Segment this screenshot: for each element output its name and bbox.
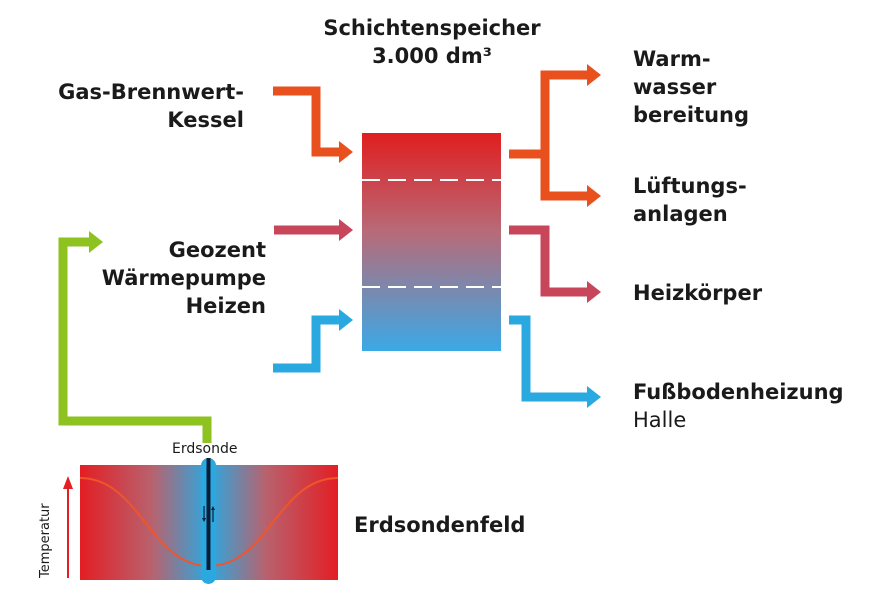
ventilation-label-line1: Lüftungs- [633,174,747,198]
field-label: Erdsondenfeld [354,513,526,537]
hotwater-ventilation-arrow [509,64,601,207]
cold-inflow-arrow [273,309,353,373]
heatpump-label-line2: Wärmepumpe [101,266,266,290]
boiler-label: Gas-Brennwert- Kessel [20,78,244,134]
probe-label: Erdsonde [172,441,238,457]
heatpump-label: Geozent Wärmepumpe Heizen [60,236,266,320]
axis-label: Temperatur [38,503,53,578]
radiators-arrow [509,225,601,303]
hotwater-label: Warm- wasser bereitung [633,45,749,129]
boiler-arrow [273,86,353,163]
storage-title: Schichtenspeicher 3.000 dm³ [318,14,546,70]
hotwater-label-line3: bereitung [633,103,750,127]
storage-tank [362,133,501,351]
heatpump-arrow [274,219,353,241]
floorheating-label: Fußbodenheizung Halle [633,378,844,434]
heatpump-label-line1: Geozent [168,238,266,262]
floorheating-label-line1: Fußbodenheizung [633,380,844,404]
temperature-axis-arrow [63,476,73,578]
heatpump-label-line3: Heizen [185,294,266,318]
floorheating-label-line2: Halle [633,408,687,432]
flow-direction-icon [202,506,215,522]
ventilation-label: Lüftungs- anlagen [633,172,747,228]
hotwater-label-line1: Warm- [633,47,711,71]
floorheating-arrow [509,315,601,408]
boiler-label-line1: Gas-Brennwert- [58,80,244,104]
radiators-label-line1: Heizkörper [633,281,763,305]
storage-title-line1: Schichtenspeicher [323,16,541,40]
ventilation-label-line2: anlagen [633,202,728,226]
ground-loop-arrow [58,231,212,443]
hotwater-label-line2: wasser [633,75,717,99]
radiators-label: Heizkörper [633,279,762,307]
boiler-label-line2: Kessel [167,108,244,132]
storage-title-line2: 3.000 dm³ [372,44,492,68]
